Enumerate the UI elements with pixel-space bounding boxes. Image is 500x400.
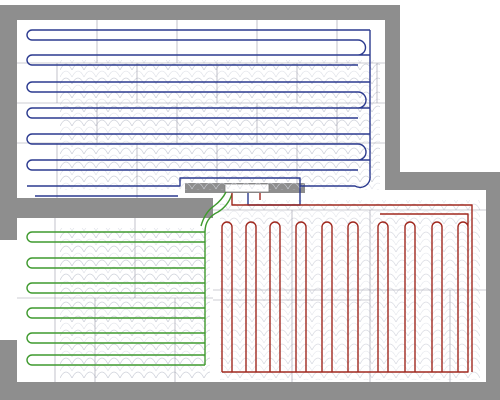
- heating-circuit-blue: [26, 29, 371, 206]
- interior-wall-left: [17, 200, 185, 216]
- red-loop: [221, 193, 473, 373]
- heating-circuit-red: [221, 193, 473, 373]
- green-loop: [26, 191, 233, 366]
- doorway-left: [0, 240, 17, 340]
- blue-loop: [26, 29, 371, 206]
- heating-circuit-green: [26, 191, 233, 366]
